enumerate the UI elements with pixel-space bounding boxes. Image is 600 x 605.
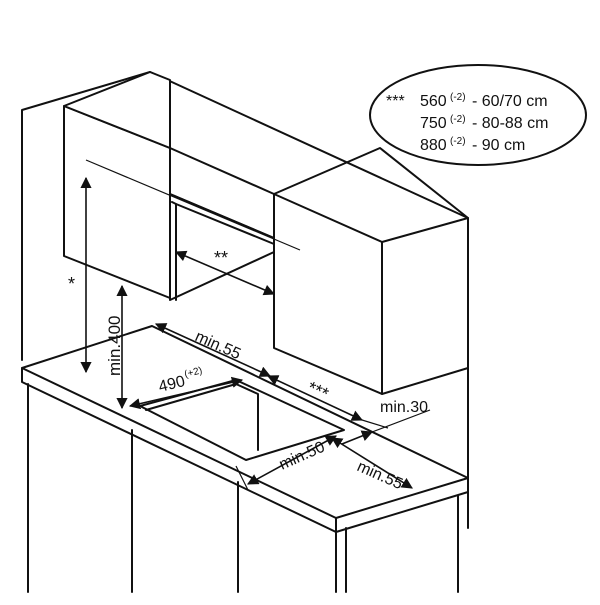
depth-dimension <box>128 376 244 410</box>
legend-row: 750 (-2) - 80-88 cm <box>420 114 548 132</box>
hood-cabinet <box>169 147 275 301</box>
min30-label: min.30 <box>380 399 428 416</box>
legend-row-range: - 60/70 cm <box>472 93 548 110</box>
min55-right-dimension <box>331 437 413 489</box>
left-wall-cabinet <box>63 71 171 299</box>
right-wall-cabinet <box>273 147 469 395</box>
legend-row-width: 750 <box>420 115 447 132</box>
min50-dimension <box>235 435 337 491</box>
cutout-width-dimension <box>266 375 389 429</box>
base-cabinets <box>27 383 459 593</box>
legend-row-range: - 80-88 cm <box>472 115 548 132</box>
legend-row-tolerance: (-2) <box>450 114 466 125</box>
legend-row-tolerance: (-2) <box>450 92 466 103</box>
legend-row-range: - 90 cm <box>472 137 525 154</box>
width-legend: *** 560 (-2) - 60/70 cm 750 (-2) - 80-88… <box>369 64 587 166</box>
legend-row-width: 880 <box>420 137 447 154</box>
depth-value: 490 <box>157 373 187 396</box>
hood-width-dimension <box>174 250 276 296</box>
min400-label: min.400 <box>105 316 124 376</box>
legend-row-marker: *** <box>386 93 405 110</box>
height-dimension <box>80 159 301 374</box>
height-star-label: * <box>68 274 75 294</box>
depth-label: 490 (+2) <box>157 365 204 396</box>
legend-row: 880 (-2) - 90 cm <box>420 136 525 154</box>
depth-tolerance: (+2) <box>183 365 203 380</box>
min55-back-dimension <box>154 323 272 377</box>
legend-row-tolerance: (-2) <box>450 136 466 147</box>
legend-row-width: 560 <box>420 93 447 110</box>
hood-star-label: ** <box>214 248 228 268</box>
legend-row: *** 560 (-2) - 60/70 cm <box>386 92 548 110</box>
min30-dimension <box>341 409 431 445</box>
